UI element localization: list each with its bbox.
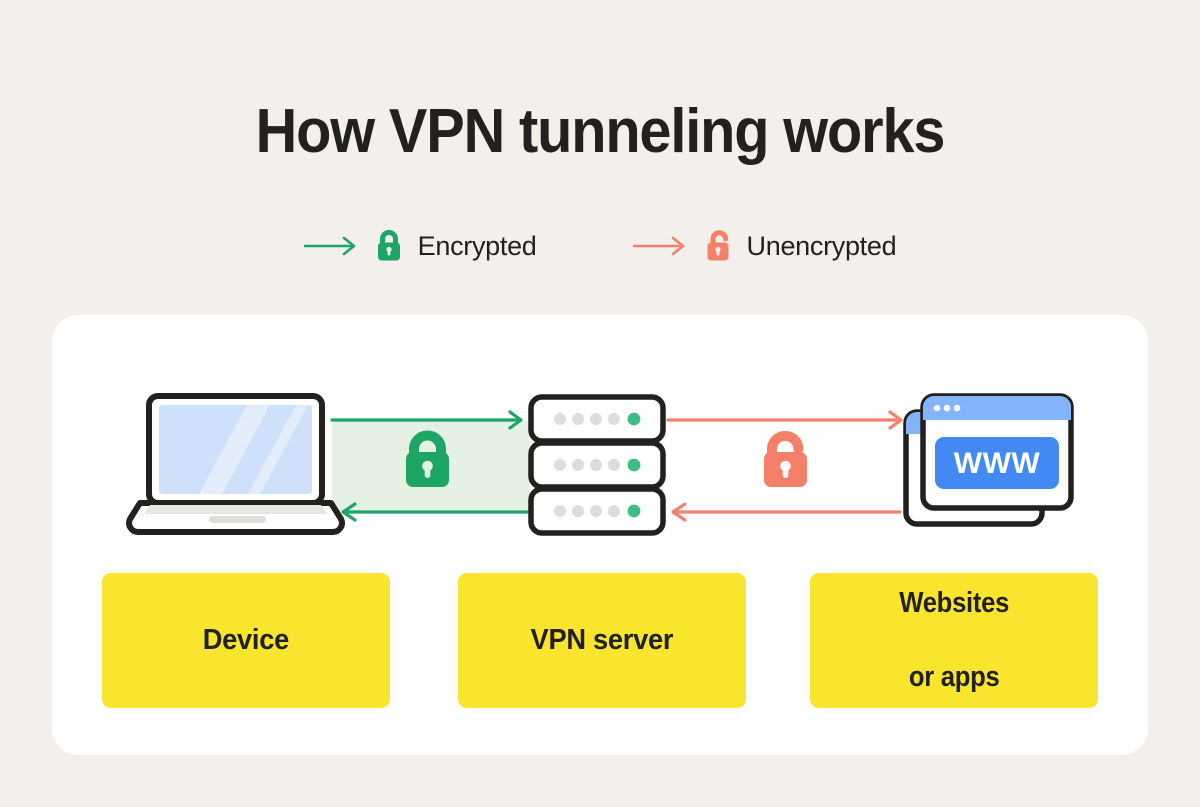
legend-item-unencrypted: Unencrypted	[632, 228, 897, 264]
label-websites-line2: or apps	[908, 660, 1000, 693]
legend-label-unencrypted: Unencrypted	[746, 230, 897, 261]
www-button	[935, 437, 1059, 489]
label-websites-or-apps-text: Websites or apps	[896, 585, 1013, 695]
label-vpn-server-text: VPN server	[530, 624, 674, 657]
legend: Encrypted Unencrypted	[0, 228, 1200, 264]
legend-item-encrypted: Encrypted	[303, 228, 537, 264]
legend-label-encrypted: Encrypted	[417, 230, 537, 261]
server-row	[528, 394, 666, 444]
server-row	[528, 440, 666, 490]
node-labels: Device VPN server Websites or apps	[52, 573, 1148, 708]
flow-vpn-to-sites	[666, 410, 903, 430]
lock-closed-icon	[406, 430, 449, 487]
lock-open-icon	[707, 230, 729, 261]
arrow-right-icon	[632, 236, 684, 256]
browser-windows-icon: WWW	[903, 393, 1074, 527]
label-device-text: Device	[202, 624, 290, 657]
window-dot	[953, 404, 961, 412]
label-vpn-server: VPN server	[458, 573, 746, 708]
label-device: Device	[102, 573, 390, 708]
label-websites-line1: Websites	[899, 587, 1009, 620]
label-websites-or-apps: Websites or apps	[810, 573, 1098, 708]
arrow-right-icon	[303, 236, 355, 256]
lock-open-icon	[764, 430, 807, 487]
server-row	[528, 486, 666, 536]
flow-vpn-to-device	[341, 502, 531, 522]
window-dot	[943, 404, 951, 412]
www-button-label: WWW	[954, 447, 1041, 480]
page-title: How VPN tunneling works	[255, 97, 946, 166]
window-dot	[933, 404, 941, 412]
flow-device-to-vpn	[330, 410, 523, 430]
laptop-icon	[126, 393, 345, 535]
lock-closed-icon	[377, 230, 400, 261]
server-stack-icon	[528, 394, 666, 536]
flow-sites-to-vpn	[671, 502, 902, 522]
browser-window-front: WWW	[920, 393, 1074, 511]
